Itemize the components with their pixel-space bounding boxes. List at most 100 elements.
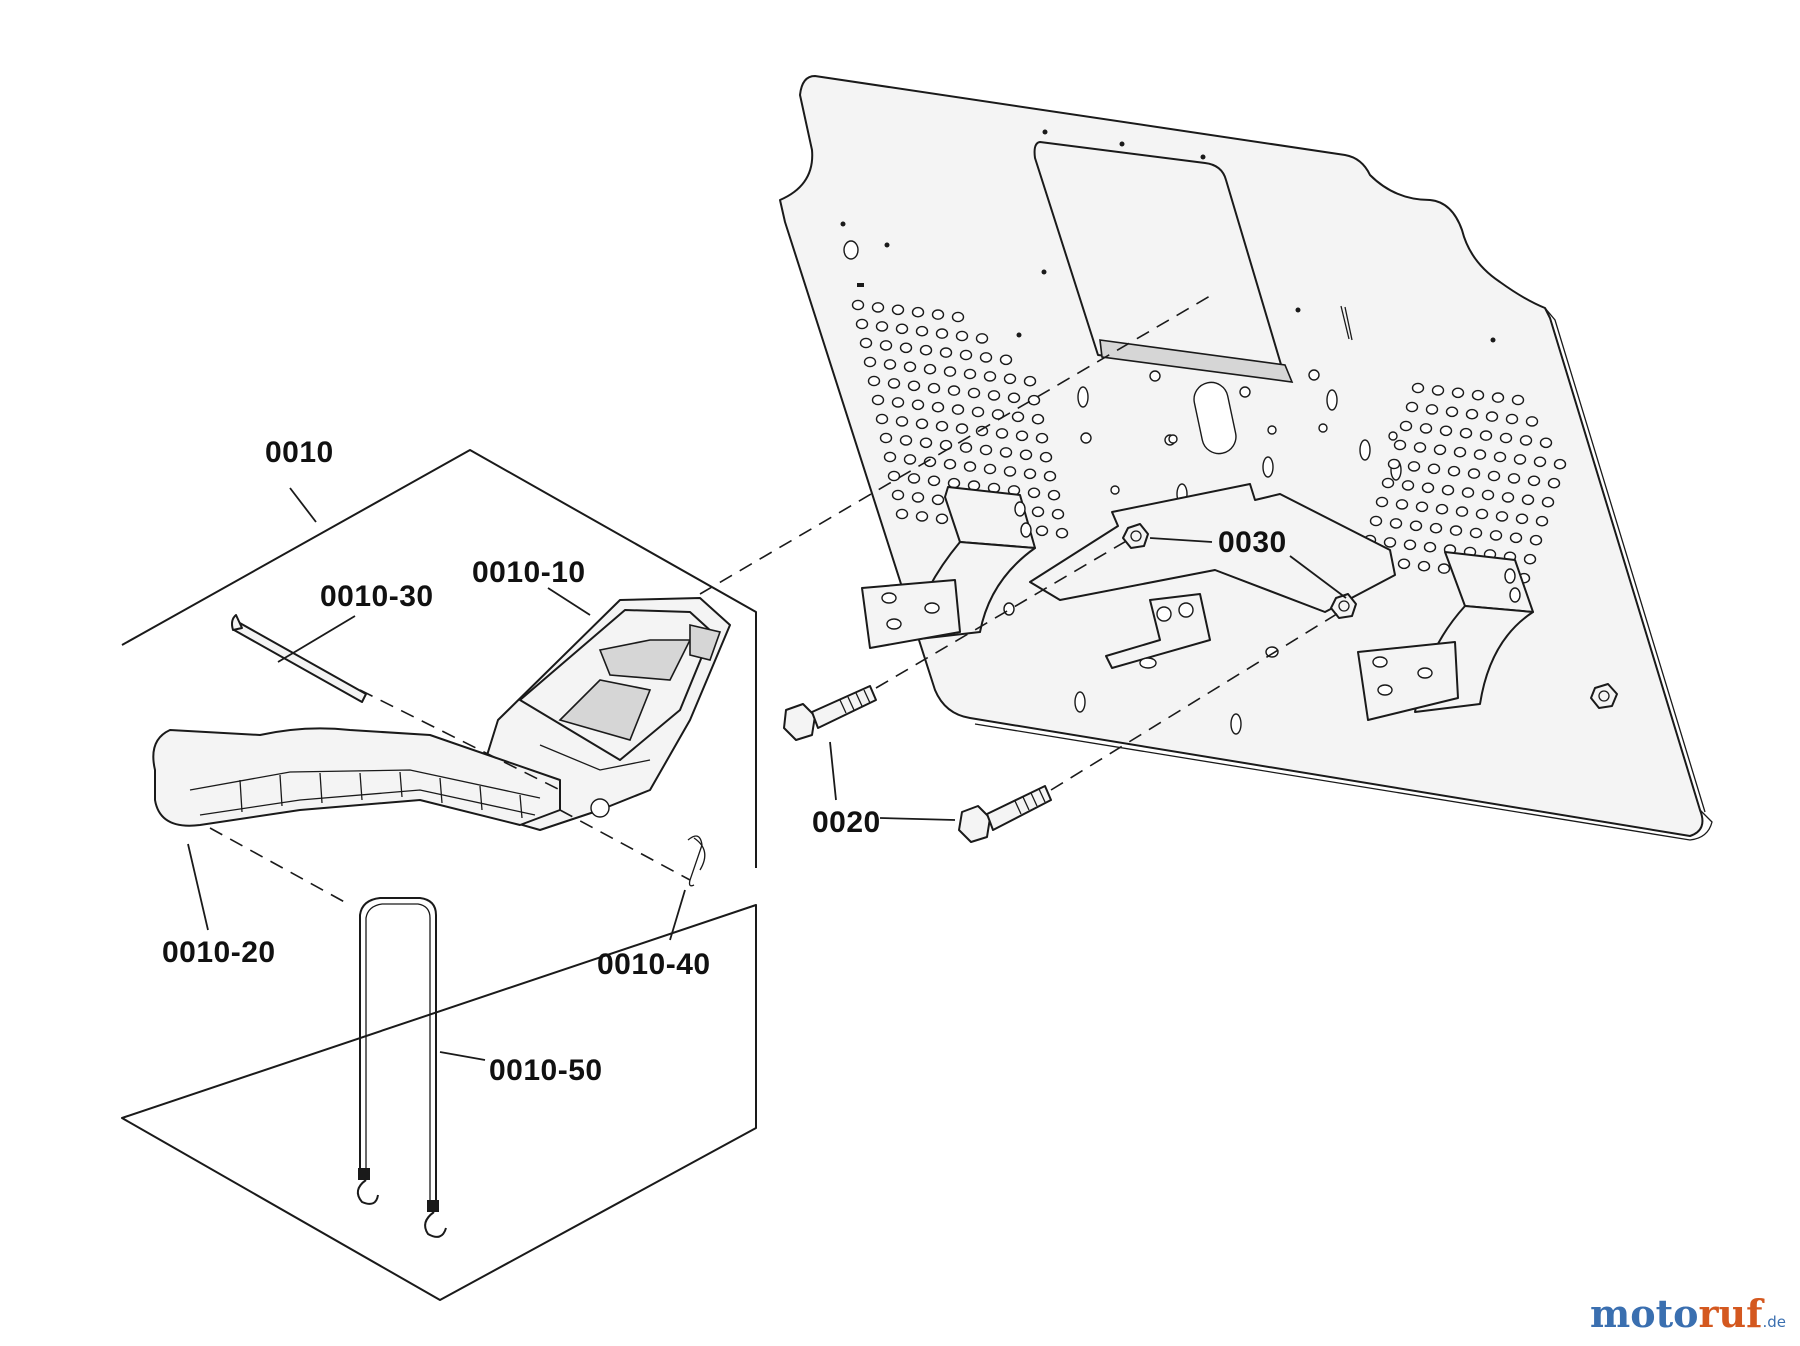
- vent-hole: [931, 494, 945, 506]
- vent-hole: [1511, 394, 1525, 406]
- vent-hole: [895, 323, 909, 335]
- callout-0010-20: 0010-20: [162, 936, 276, 969]
- vent-hole: [1011, 411, 1025, 423]
- vent-hole: [1523, 553, 1537, 565]
- vent-hole: [1393, 439, 1407, 451]
- vent-hole: [1407, 461, 1421, 472]
- vent-hole: [931, 309, 945, 320]
- vent-hole: [987, 390, 1001, 401]
- watermark-logo: motoruf.de: [1590, 1291, 1786, 1336]
- vent-hole: [915, 511, 929, 522]
- vent-hole: [863, 356, 877, 368]
- leader-0020-b: [879, 817, 956, 821]
- vent-hole: [1019, 449, 1033, 461]
- vent-hole: [1507, 473, 1521, 484]
- vent-hole: [1481, 489, 1495, 501]
- vent-hole: [955, 423, 969, 434]
- vent-hole: [1433, 444, 1447, 456]
- leader-0030-a: [1149, 537, 1213, 543]
- vent-hole: [935, 513, 949, 525]
- vent-hole: [975, 425, 989, 437]
- callout-0020: 0020: [812, 806, 881, 839]
- vent-hole: [923, 363, 937, 375]
- callout-0010-30: 0010-30: [320, 580, 434, 613]
- vent-hole: [907, 473, 921, 484]
- vent-hole: [1039, 451, 1053, 463]
- leader-0010-20: [187, 843, 209, 931]
- vent-hole: [1501, 492, 1515, 503]
- vent-hole: [1031, 506, 1045, 518]
- vent-hole: [1461, 487, 1475, 498]
- nut-0030-b: [1330, 593, 1357, 619]
- vent-hole: [911, 492, 925, 503]
- vent-hole: [1499, 432, 1513, 444]
- vent-hole: [1397, 558, 1411, 570]
- vent-hole: [911, 399, 925, 411]
- vent-hole: [1515, 513, 1529, 525]
- vent-hole: [919, 344, 933, 356]
- vent-hole: [1453, 446, 1467, 458]
- vent-hole: [1539, 437, 1553, 449]
- vent-hole: [1043, 470, 1057, 482]
- vent-hole: [899, 435, 913, 446]
- vent-hole: [1417, 560, 1431, 572]
- vent-hole: [1411, 382, 1425, 394]
- vent-hole: [1027, 394, 1041, 406]
- vent-hole: [887, 378, 901, 389]
- vent-hole: [1469, 527, 1483, 539]
- vent-hole: [1007, 392, 1021, 404]
- vent-hole: [915, 418, 929, 430]
- vent-hole: [999, 354, 1013, 366]
- vent-hole: [959, 349, 973, 361]
- vent-hole: [1471, 389, 1485, 401]
- vent-hole: [855, 318, 869, 330]
- vent-hole: [1489, 530, 1503, 541]
- vent-hole: [895, 416, 909, 427]
- vent-hole: [983, 463, 997, 475]
- vent-hole: [1479, 430, 1493, 441]
- vent-hole: [1023, 468, 1037, 480]
- vent-hole: [943, 458, 957, 470]
- vent-hole: [1535, 515, 1549, 527]
- vent-hole: [859, 337, 873, 349]
- vent-hole: [1487, 470, 1501, 482]
- vent-hole: [1427, 463, 1441, 475]
- vent-hole: [923, 456, 937, 468]
- vent-hole: [915, 325, 929, 337]
- vent-hole: [995, 428, 1009, 439]
- callout-0010-40: 0010-40: [597, 948, 711, 981]
- vent-hole: [1403, 539, 1417, 551]
- vent-hole: [927, 382, 941, 394]
- vent-hole: [1051, 508, 1065, 520]
- vent-hole: [1055, 527, 1069, 539]
- vent-hole: [1493, 451, 1507, 463]
- vent-hole: [1431, 385, 1445, 396]
- vent-hole: [871, 302, 885, 313]
- vent-hole: [979, 352, 993, 363]
- vent-hole: [979, 444, 993, 456]
- vent-hole: [919, 437, 933, 449]
- vent-hole: [959, 442, 973, 453]
- vent-hole: [1409, 520, 1423, 532]
- vent-hole: [1533, 456, 1547, 468]
- vent-hole: [1425, 404, 1439, 415]
- vent-hole: [971, 406, 985, 418]
- vent-hole: [899, 342, 913, 354]
- vent-hole: [1437, 563, 1451, 574]
- bolt-0020-b: [958, 785, 1052, 843]
- nut-0030-a: [1122, 523, 1149, 549]
- vent-hole: [935, 420, 949, 432]
- strap-0010-50: [356, 897, 447, 1238]
- vent-hole: [907, 380, 921, 392]
- vent-hole: [887, 470, 901, 482]
- vent-hole: [963, 368, 977, 380]
- vent-hole: [1441, 484, 1455, 496]
- vent-hole: [851, 299, 865, 311]
- vent-hole: [951, 404, 965, 415]
- vent-hole: [867, 375, 881, 387]
- vent-hole: [875, 413, 889, 425]
- vent-hole: [1387, 458, 1401, 470]
- vent-hole: [1509, 532, 1523, 544]
- leader-0010-10: [547, 587, 591, 616]
